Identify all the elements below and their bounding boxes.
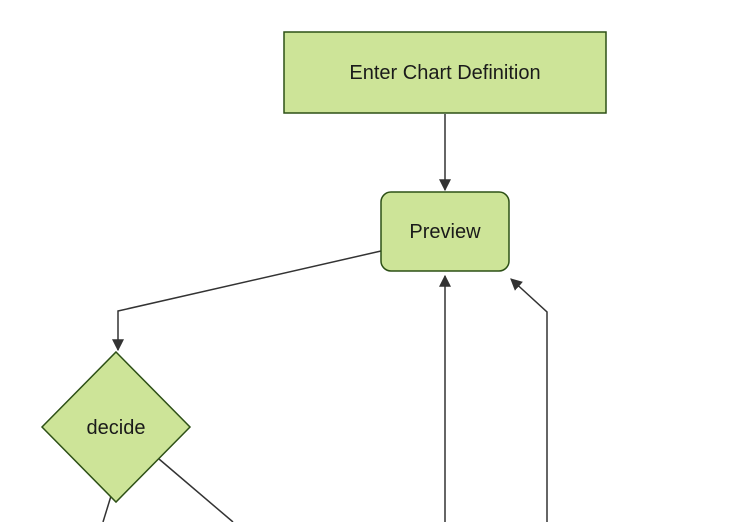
edge-preview-to-decide — [112, 250, 382, 352]
preview-label: Preview — [409, 221, 481, 243]
enter-chart-definition-label: Enter Chart Definition — [349, 62, 540, 84]
edge-decide-to-offscreen-bottom-right — [158, 458, 234, 522]
flowchart-node-decide: decide — [40, 350, 192, 504]
decide-label: decide — [87, 417, 146, 439]
edge-decide-to-offscreen-bottom-left — [102, 495, 112, 522]
enter-chart-definition-rectangle — [283, 31, 607, 114]
decide-diamond — [40, 350, 192, 504]
flowchart-node-preview: Preview — [380, 191, 510, 272]
flowchart-node-enter-chart-definition: Enter Chart Definition — [283, 31, 607, 114]
edge-offscreen-bottom-right-to-preview — [510, 278, 548, 522]
preview-rounded-rectangle — [380, 191, 510, 272]
